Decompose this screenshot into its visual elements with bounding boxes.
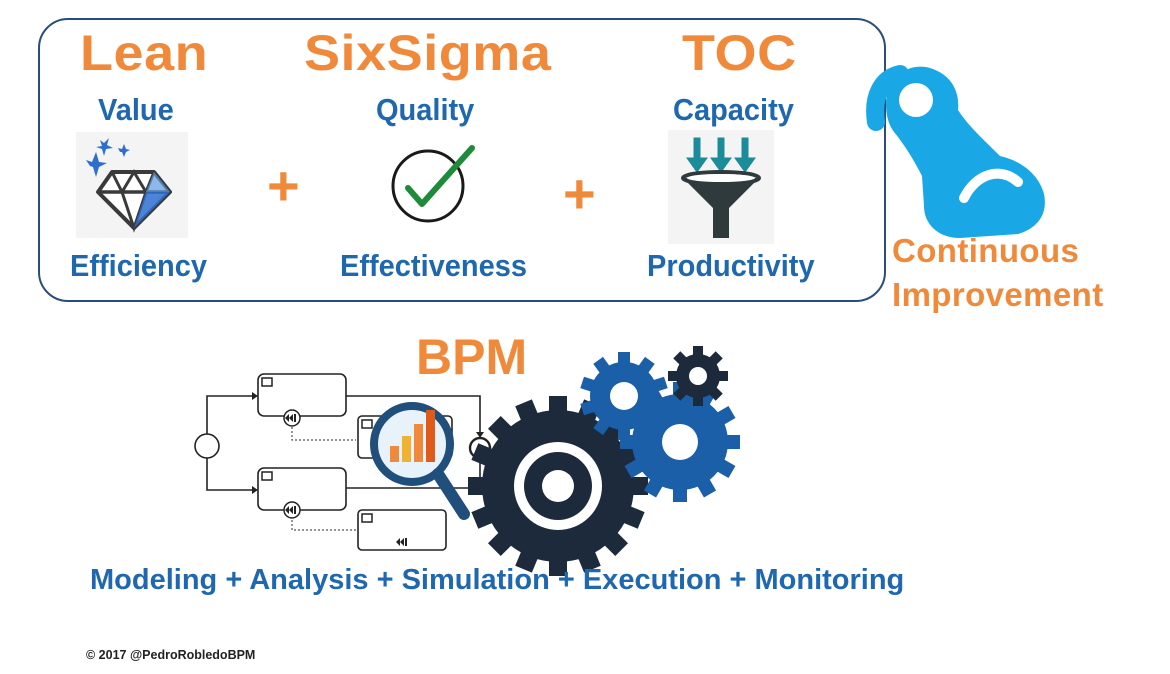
toc-top-label: Capacity — [673, 94, 794, 128]
plus-sign-2: + — [563, 162, 596, 225]
sixsigma-bottom-label: Effectiveness — [340, 250, 527, 284]
continuous-improvement-line1: Continuous — [892, 232, 1080, 269]
toc-bottom-label: Productivity — [647, 250, 815, 284]
continuous-improvement-line2: Improvement — [892, 276, 1104, 313]
method-title-toc: TOC — [682, 25, 797, 81]
diamond-icon — [76, 132, 188, 238]
method-title-sixsigma: SixSigma — [304, 25, 552, 81]
funnel-icon — [668, 130, 774, 244]
bpm-steps-text: Modeling + Analysis + Simulation + Execu… — [90, 564, 905, 596]
lean-top-label: Value — [98, 94, 174, 128]
magnifier-chart-icon — [370, 402, 470, 520]
flexed-arm-icon — [866, 65, 1045, 238]
sixsigma-top-label: Quality — [376, 94, 475, 128]
method-title-lean: Lean — [80, 25, 209, 81]
lean-bottom-label: Efficiency — [70, 250, 207, 284]
checkmark-icon — [391, 145, 475, 223]
methods-frame — [38, 18, 886, 302]
bpm-title: BPM — [416, 329, 528, 385]
gears-icon — [468, 346, 740, 576]
copyright-text: © 2017 @PedroRobledoBPM — [86, 648, 256, 662]
plus-sign-1: + — [267, 154, 300, 217]
